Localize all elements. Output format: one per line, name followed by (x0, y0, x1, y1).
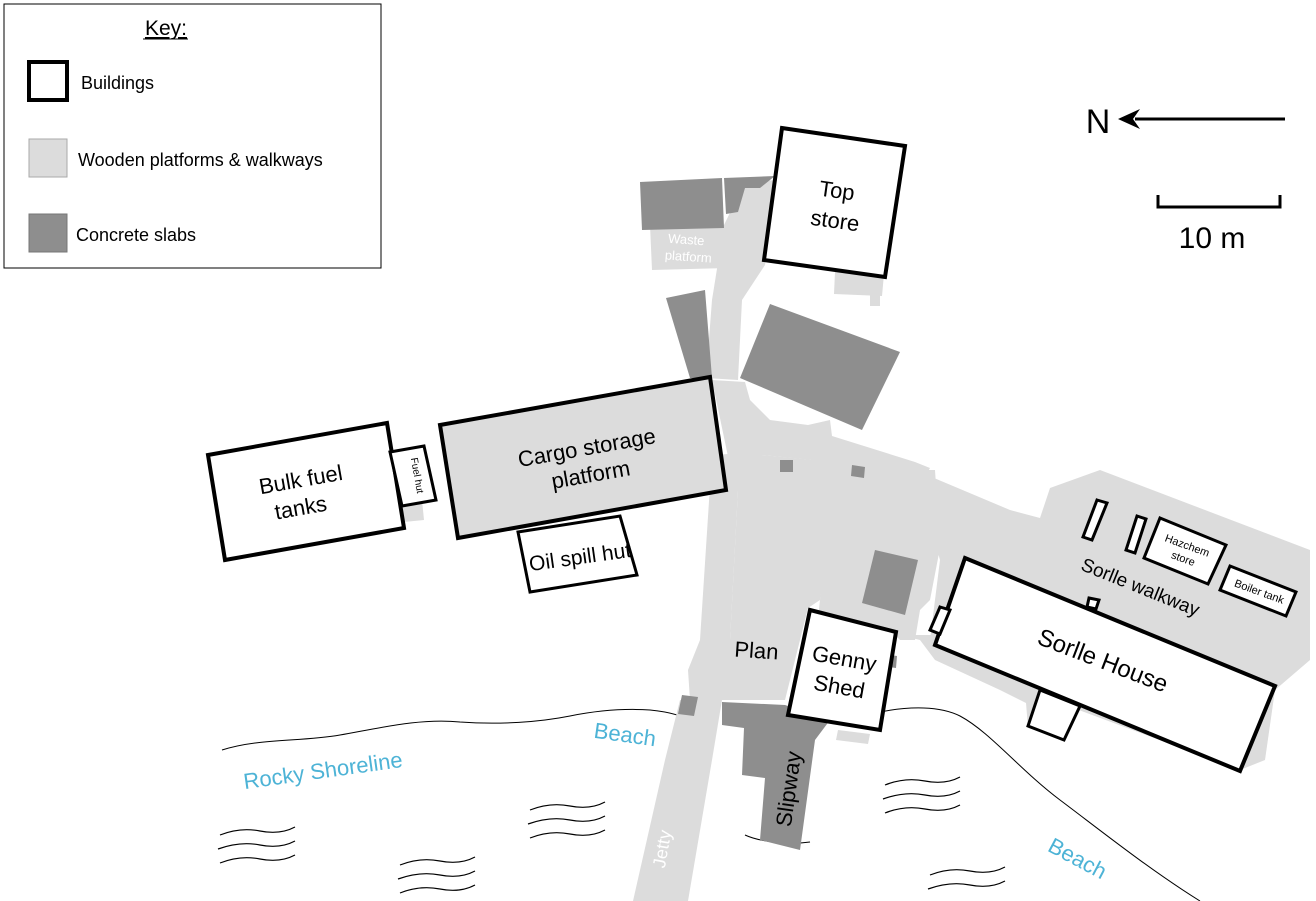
wave-group (217, 826, 296, 864)
wave-group (527, 801, 606, 839)
slab-small-1 (780, 460, 793, 472)
small-pad (795, 462, 813, 478)
jetty-approach (700, 452, 765, 640)
legend-swatch-wooden (28, 138, 68, 178)
slab-large (740, 304, 900, 430)
legend-swatch-buildings (27, 60, 69, 102)
bulk-fuel-tanks (205, 420, 407, 563)
oil-spill-hut (516, 514, 639, 594)
slab-genny-north (862, 550, 918, 615)
fuel-hut (388, 444, 438, 508)
top-store (761, 125, 908, 280)
genny-step (836, 730, 870, 744)
legend-label-wooden: Wooden platforms & walkways (78, 150, 323, 170)
north-label: N (1086, 103, 1111, 141)
waste-platform-label: platform (664, 247, 712, 265)
sorlle-entrance (928, 605, 953, 636)
north-arrow-head (1118, 109, 1140, 129)
legend-label-concrete: Concrete slabs (76, 225, 196, 245)
scale-bar: 10 m (1156, 195, 1282, 255)
concrete-slabs (640, 176, 918, 850)
buildings (205, 125, 1298, 774)
top-store-label: Top (818, 176, 857, 206)
genny-shed (785, 607, 899, 733)
wave-group (397, 856, 476, 894)
legend-swatch-concrete (28, 213, 68, 253)
north-arrow: N (1086, 103, 1285, 141)
slab-small-2 (851, 465, 865, 478)
cargo-storage-platform (437, 374, 729, 541)
legend-title: Key: (145, 17, 187, 40)
walkway-north (706, 180, 778, 380)
plan-label: Plan (734, 637, 780, 665)
slab-mid-west (666, 290, 712, 378)
slab-jetty-corner (678, 695, 698, 716)
shoreline-west (221, 708, 691, 751)
post-pad (870, 294, 880, 306)
deck-post (1081, 498, 1110, 542)
hazchem-store (1142, 516, 1229, 586)
wave-group (882, 776, 961, 814)
scale-bar-line (1156, 195, 1282, 209)
shoreline-east (879, 707, 1201, 901)
slab-top-left (724, 176, 775, 214)
waste-platform-label: Waste (668, 231, 705, 248)
hazchem-post (1124, 514, 1148, 555)
legend-label-buildings: Buildings (81, 73, 154, 93)
scale-label: 10 m (1179, 222, 1246, 255)
rocky-shoreline-label: Rocky Shoreline (242, 747, 404, 794)
slab-waste-north (640, 178, 724, 230)
beach-label-east: Beach (1044, 833, 1111, 884)
sorlle-chimney (1085, 596, 1101, 611)
waves (217, 776, 1006, 894)
boiler-tank (1218, 564, 1298, 618)
beach-label-west: Beach (592, 718, 657, 751)
legend: Key: Buildings Wooden platforms & walkwa… (3, 3, 382, 269)
slab-slipway (722, 702, 830, 850)
wave-group (927, 866, 1006, 890)
walkway-sorlle-west (900, 635, 1040, 710)
waste-platform (650, 225, 728, 270)
top-store-step (834, 272, 884, 296)
jetty (633, 700, 722, 901)
sorlle-porch (1026, 688, 1083, 742)
plan-platform (688, 455, 840, 700)
